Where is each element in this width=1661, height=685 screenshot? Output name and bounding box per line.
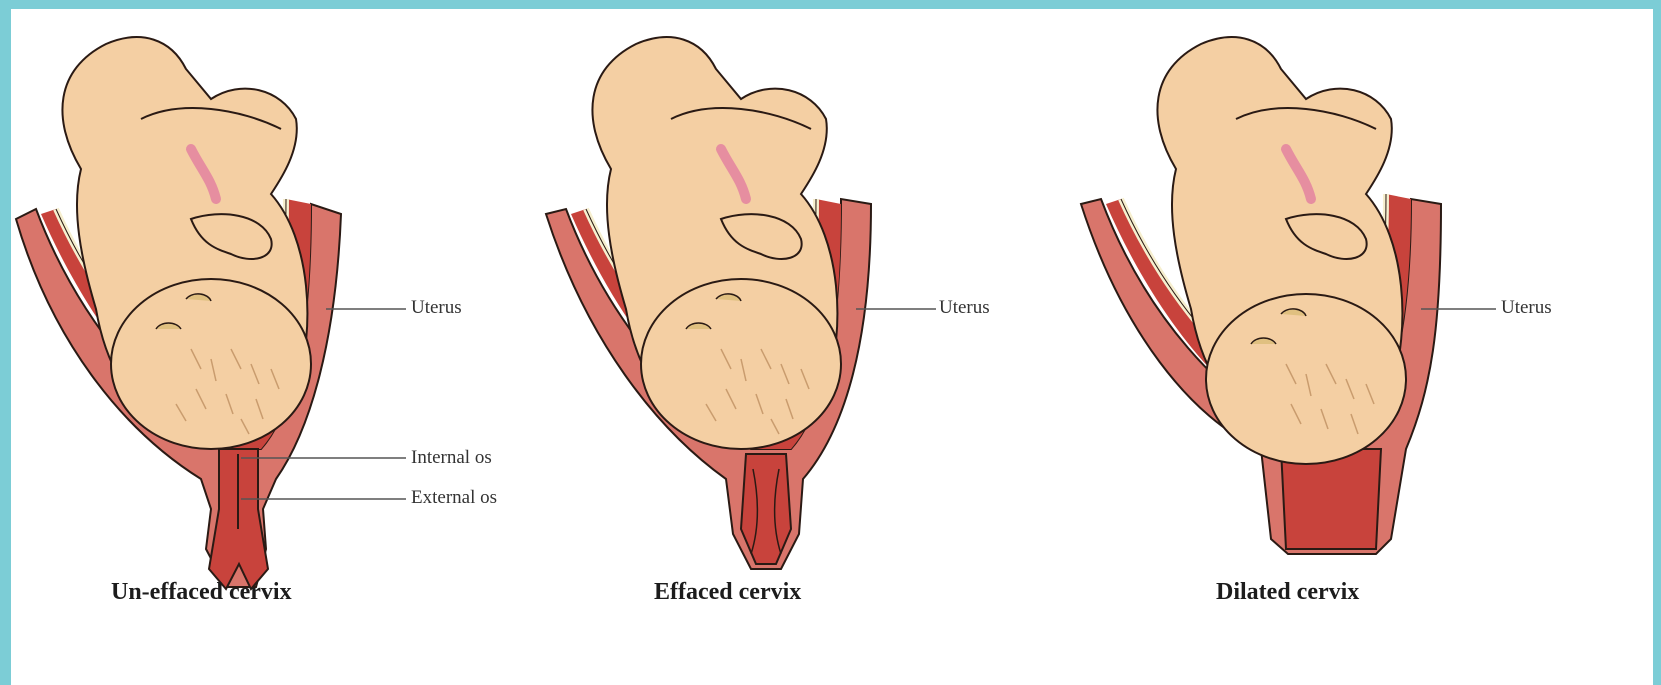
diagram-frame: Uterus Internal os External os Un-efface… (11, 9, 1653, 685)
cervix-canal (741, 454, 791, 564)
caption-effaced: Effaced cervix (654, 579, 801, 606)
label-uterus: Uterus (411, 297, 462, 319)
label-internal-os: Internal os (411, 447, 492, 469)
dilated-illustration (1076, 9, 1636, 609)
label-uterus: Uterus (1501, 297, 1552, 319)
label-external-os: External os (411, 487, 497, 509)
uneffaced-illustration (11, 9, 571, 609)
baby-head (641, 279, 841, 449)
label-uterus: Uterus (939, 297, 990, 319)
caption-uneffaced: Un-effaced cervix (111, 579, 292, 606)
baby-head (111, 279, 311, 449)
caption-dilated: Dilated cervix (1216, 579, 1359, 606)
effaced-illustration (541, 9, 1101, 609)
baby-head (1206, 294, 1406, 464)
